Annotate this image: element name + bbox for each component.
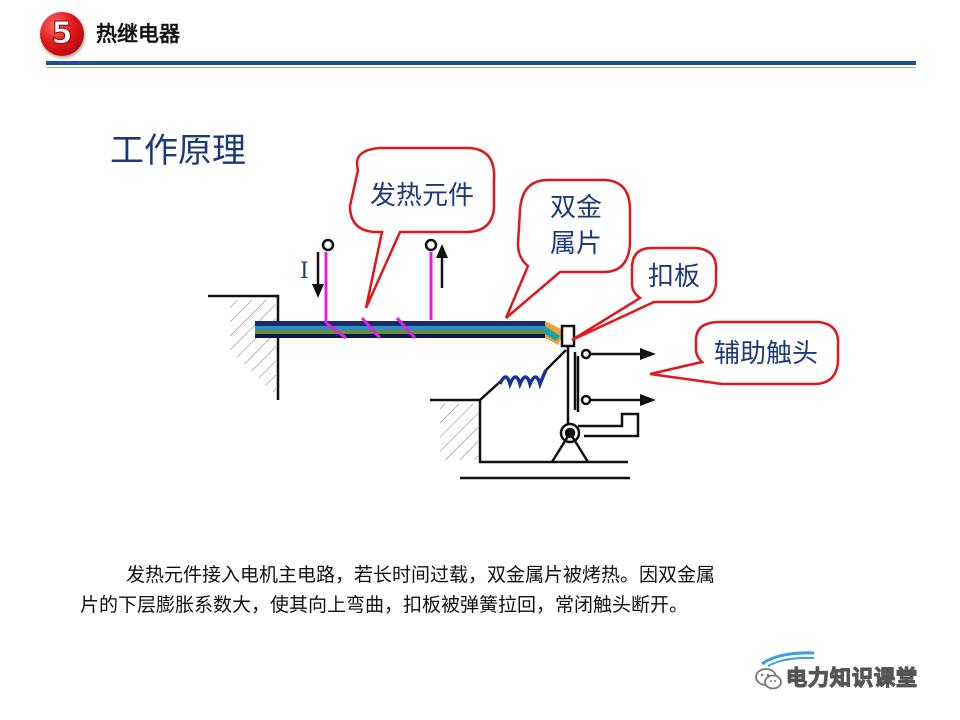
header-divider-thin — [46, 67, 916, 68]
watermark-text: 电力知识课堂 — [785, 665, 918, 690]
diagram-heading: 工作原理 — [110, 131, 246, 171]
callout-lever: 扣板 — [571, 246, 718, 342]
current-arrow-down — [312, 252, 324, 298]
lever-assembly — [550, 324, 642, 463]
slide-number-badge: 5 — [40, 12, 84, 56]
left-support — [208, 294, 280, 400]
description-line-1: 发热元件接入电机主电路，若长时间过载，双金属片被烤热。因双金属 — [126, 564, 716, 586]
current-label: I — [300, 259, 309, 284]
slide-number: 5 — [51, 16, 73, 51]
terminal-left — [321, 238, 335, 252]
callout-aux-contact: 辅助触头 — [649, 320, 840, 386]
heating-element — [324, 252, 433, 340]
callout-heating-element-text: 发热元件 — [370, 181, 474, 211]
output-arrow-top — [640, 348, 656, 360]
watermark-logo — [761, 651, 815, 667]
wechat-icon — [755, 668, 782, 690]
callout-bimetal-line2: 属片 — [550, 229, 602, 259]
header-divider — [46, 61, 916, 65]
description-line-2: 片的下层膨胀系数大，使其向上弯曲，扣板被弹簧拉回，常闭触头断开。 — [80, 594, 689, 616]
current-arrow-up — [436, 244, 448, 288]
description-paragraph: 发热元件接入电机主电路，若长时间过载，双金属片被烤热。因双金属 片的下层膨胀系数… — [80, 560, 880, 620]
callout-aux-contact-text: 辅助触头 — [714, 339, 818, 369]
slide-title: 热继电器 — [96, 22, 180, 46]
output-arrow-bottom — [640, 394, 656, 406]
callout-lever-text: 扣板 — [648, 262, 700, 292]
spring — [479, 349, 567, 401]
callout-bimetal-line1: 双金 — [550, 193, 602, 223]
lower-base — [430, 398, 630, 480]
terminal-right — [424, 238, 438, 252]
callout-heating-element: 发热元件 — [348, 146, 496, 309]
callout-bimetal: 双金 属片 — [504, 178, 632, 319]
